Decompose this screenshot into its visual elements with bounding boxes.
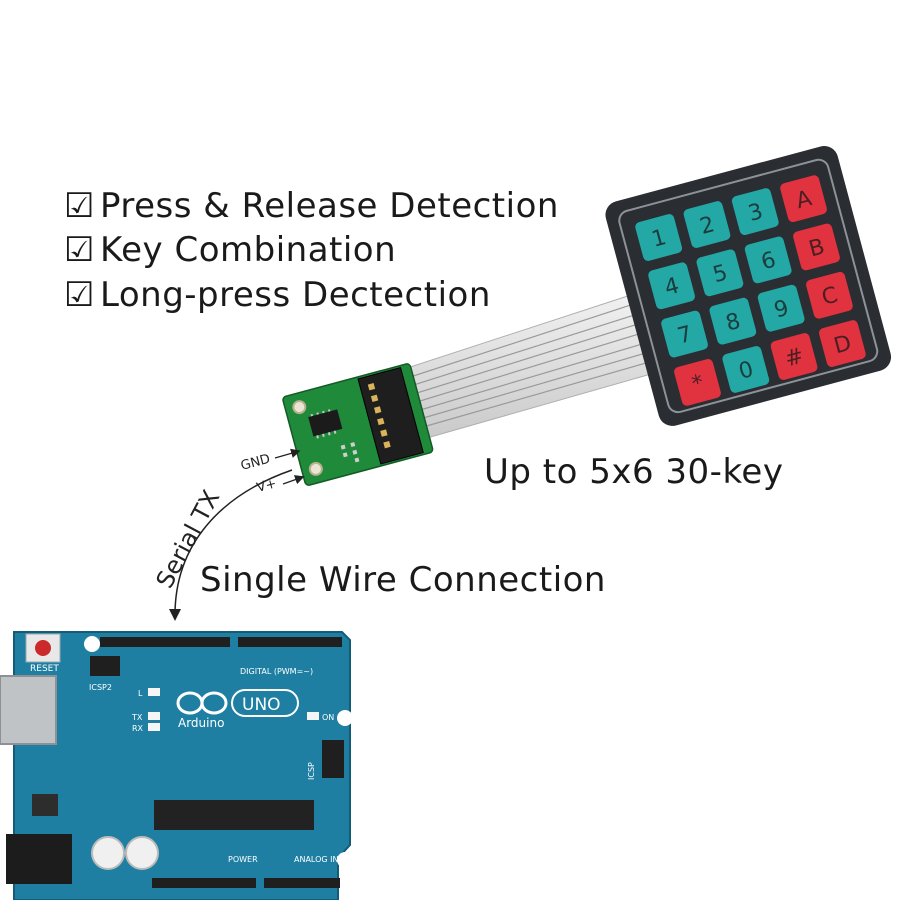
digital-header-left [100, 637, 230, 647]
key-0[interactable] [721, 345, 770, 394]
led-l-label: L [138, 689, 143, 698]
led-rx-label: RX [132, 724, 144, 733]
power-label: POWER [228, 855, 258, 864]
icsp-header [322, 740, 344, 778]
led-tx-label: TX [131, 713, 143, 722]
key-label: 3 [746, 199, 766, 227]
ribbon-cable [394, 291, 673, 441]
connection-caption: Single Wire Connection [200, 560, 606, 600]
arduino-brand-text: Arduino [178, 716, 224, 730]
key-star[interactable] [673, 358, 722, 407]
key-label: 2 [697, 212, 717, 240]
arduino-uno-board: RESET ICSP2 DIGITAL (PWM=~) L TX RX ON A… [0, 631, 353, 900]
analog-header [264, 878, 340, 888]
key-B[interactable] [792, 222, 841, 271]
checkbox-icon: ☑ [64, 230, 95, 270]
icsp-label: ICSP [307, 762, 316, 780]
key-label: 6 [759, 247, 779, 275]
key-2[interactable] [682, 200, 731, 249]
key-1[interactable] [634, 213, 683, 262]
feature-long-press: ☑Long-press Dectection [64, 275, 491, 315]
key-C[interactable] [805, 271, 854, 320]
key-label: 8 [723, 309, 743, 337]
key-label: C [819, 283, 840, 311]
feature-label: Long-press Dectection [100, 275, 491, 315]
key-label: 5 [710, 260, 730, 288]
key-hash[interactable] [770, 332, 819, 381]
led-on-label: ON [322, 713, 334, 722]
key-D[interactable] [818, 319, 867, 368]
key-4[interactable] [647, 261, 696, 310]
key-3[interactable] [731, 187, 780, 236]
key-5[interactable] [695, 248, 744, 297]
module-chip [308, 409, 343, 437]
key-A[interactable] [779, 174, 828, 223]
checkbox-icon: ☑ [64, 275, 95, 315]
atmega-chip [154, 800, 314, 830]
key-label: D [831, 331, 854, 360]
reset-label: RESET [30, 664, 59, 674]
key-7[interactable] [660, 310, 709, 359]
key-9[interactable] [757, 284, 806, 333]
icsp2-label: ICSP2 [89, 683, 112, 692]
feature-label: Press & Release Detection [100, 186, 559, 226]
arduino-logo-icon [176, 691, 228, 715]
analog-label: ANALOG IN [294, 855, 339, 864]
feature-press-release: ☑Press & Release Detection [64, 186, 559, 226]
usb-port [0, 675, 57, 745]
key-6[interactable] [744, 235, 793, 284]
power-header [152, 878, 256, 888]
digital-header-right [238, 637, 342, 647]
key-label: 7 [675, 322, 695, 350]
key-label: B [806, 234, 827, 262]
keypad-caption: Up to 5x6 30-key [484, 452, 784, 492]
module-connector [357, 366, 424, 465]
uno-model-text: UNO [242, 695, 281, 715]
keypad-decoder-module [282, 363, 434, 486]
key-label: A [793, 186, 814, 214]
feature-label: Key Combination [100, 230, 397, 270]
power-jack [6, 834, 72, 884]
key-label: 9 [772, 296, 792, 324]
digital-label: DIGITAL (PWM=~) [240, 667, 313, 676]
feature-key-combination: ☑Key Combination [64, 230, 396, 270]
checkbox-icon: ☑ [64, 186, 95, 226]
key-label: 1 [649, 225, 669, 253]
serial-tx-arrow [169, 469, 293, 621]
key-8[interactable] [708, 297, 757, 346]
key-label: 4 [662, 273, 682, 301]
vplus-pin-label: V+ [255, 476, 278, 496]
key-label: 0 [736, 357, 756, 385]
gnd-pin-label: GND [239, 452, 272, 474]
